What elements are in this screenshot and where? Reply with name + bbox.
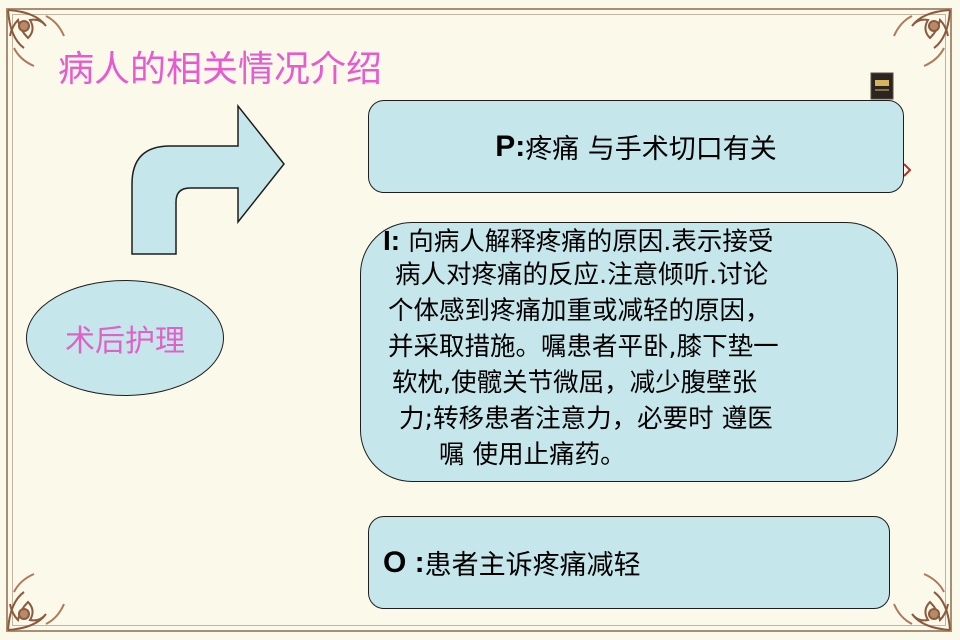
p-text: 疼痛 与手术切口有关 [525, 134, 777, 165]
corner-ornament-icon [888, 568, 952, 632]
slide-frame-outer [6, 8, 952, 632]
corner-ornament-icon [6, 8, 70, 72]
post-op-care-ellipse: 术后护理 [26, 280, 224, 396]
i-line-7: 嘱 使用止痛药。 [439, 440, 626, 470]
i-lead: I: [383, 225, 401, 256]
corner-ornament-icon [888, 8, 952, 72]
slide-title: 病人的相关情况介绍 [58, 49, 383, 90]
i-line-4: 并采取措施。嘱患者平卧,膝下垫一 [388, 332, 779, 362]
i-line-1: I: 向病人解释疼痛的原因.表示接受 [383, 227, 773, 256]
i-line-6: 力;转移患者注意力，必要时 遵医 [399, 404, 773, 434]
o-outcome-box: O : 患者主诉疼痛减轻 [368, 516, 890, 609]
curved-arrow-icon [131, 103, 285, 255]
i-line-2: 病人对疼痛的反应.注意倾听.讨论 [395, 260, 769, 290]
p-lead: P: [495, 129, 526, 163]
ellipse-label: 术后护理 [65, 324, 185, 359]
corner-ornament-icon [6, 568, 70, 632]
i-line-3: 个体感到疼痛加重或减轻的原因， [388, 296, 771, 326]
o-text: 患者主诉疼痛减轻 [424, 550, 641, 581]
o-lead: O : [383, 545, 425, 579]
i-line-text: 向病人解释疼痛的原因.表示接受 [400, 227, 774, 257]
i-line-5: 软枕,使髋关节微屈，减少腹壁张 [392, 368, 758, 398]
slide-frame-inner [12, 14, 946, 626]
p-problem-box: P: 疼痛 与手术切口有关 [368, 100, 904, 193]
i-intervention-box: I: 向病人解释疼痛的原因.表示接受 病人对疼痛的反应.注意倾听.讨论 个体感到… [360, 222, 898, 482]
decorative-marker-icon [902, 162, 912, 177]
book-icon [870, 72, 894, 100]
